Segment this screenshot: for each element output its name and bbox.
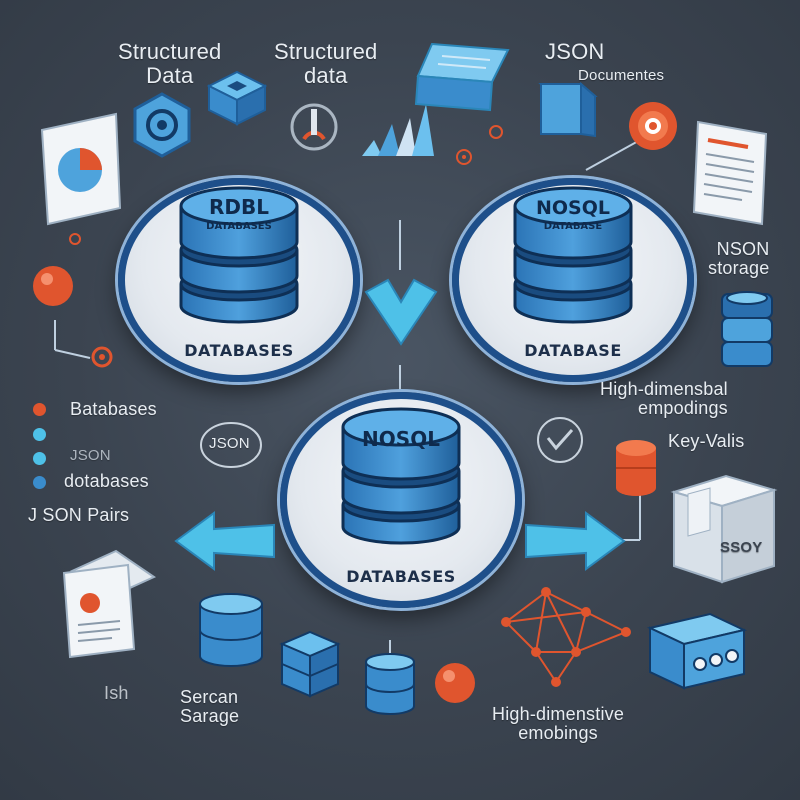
- nosql-database-node: NOSQL DATABASE DATABASE: [452, 178, 694, 382]
- legend-dot-orange: [33, 403, 46, 416]
- ssoy-box-label: SSOY: [720, 539, 763, 556]
- legend-dot-blue: [33, 476, 46, 489]
- small-target-icon: [456, 149, 472, 165]
- legend-dot-cyan: [33, 428, 46, 441]
- rdbl-database-node: RDBL DATABASES DATABASES: [118, 178, 360, 382]
- small-target-icon: [489, 125, 503, 139]
- json-badge-label: JSON: [209, 435, 250, 452]
- nosql-center-title: NOSQL: [362, 427, 440, 451]
- text-document-icon: [692, 120, 768, 226]
- right-arrow-icon: [525, 511, 626, 571]
- nosql-center-database-node: NOSQL DATABASES: [280, 392, 522, 608]
- cube-db-icon: [279, 630, 341, 698]
- structured-data-label-2: Structured data: [274, 39, 378, 88]
- json-subtitle-label: Documentes: [578, 67, 665, 84]
- nosql-right-subtitle: DATABASE: [543, 221, 603, 232]
- key-value-label: Key-Valis: [668, 431, 745, 451]
- report-document-icon: [62, 549, 157, 659]
- nosql-right-title: NOSQL: [536, 197, 610, 219]
- json-badge-icon: [200, 422, 262, 468]
- database-cylinder-icon: [513, 186, 633, 324]
- high-dimensional-bottom-label: High-dimenstive emobings: [492, 704, 625, 744]
- nosql-center-caption: DATABASES: [346, 567, 456, 586]
- orange-target-icon: [629, 102, 677, 150]
- rdbl-subtitle: DATABASES: [206, 221, 272, 232]
- down-arrow-icon: [364, 278, 438, 346]
- database-cylinder-icon: [341, 407, 461, 545]
- nosql-right-caption: DATABASE: [524, 341, 622, 360]
- network-graph-icon: [501, 587, 631, 687]
- file-box-icon: [670, 474, 778, 584]
- box-icon: [538, 81, 598, 138]
- database-cylinder-icon: [365, 653, 415, 715]
- rdbl-title: RDBL: [209, 195, 269, 219]
- json-title-label: JSON: [545, 39, 605, 64]
- server-box-icon: [646, 612, 748, 690]
- orange-cylinder-icon: [616, 440, 656, 496]
- orange-sphere-icon: [435, 663, 475, 703]
- legend-dotabases-label: dotabases: [64, 471, 149, 491]
- pie-chart-document-icon: [40, 112, 122, 226]
- ish-label: Ish: [104, 683, 129, 703]
- database-cylinder-icon: [199, 593, 263, 667]
- search-storage-label: Sercan Sarage: [180, 687, 240, 727]
- balloon-icon: [33, 266, 73, 306]
- nson-storage-label: NSON storage: [708, 239, 770, 279]
- gauge-icon: [290, 103, 338, 151]
- structured-data-label: Structured Data: [118, 39, 222, 88]
- cube-icon: [206, 70, 268, 126]
- rdbl-caption: DATABASES: [184, 341, 294, 360]
- small-target-icon: [69, 233, 81, 245]
- database-cylinder-icon: [179, 186, 299, 324]
- hexagon-target-icon: [133, 92, 191, 158]
- high-dimensional-embeddings-label: High-dimensbal empodings: [600, 379, 728, 419]
- legend-dot-cyan-2: [33, 452, 46, 465]
- json-pairs-label: J SON Pairs: [28, 505, 130, 525]
- left-arrow-icon: [174, 511, 275, 571]
- document-stack-icon: [414, 42, 510, 112]
- bar-chart-icon: [362, 104, 434, 156]
- chart-badge-icon: [537, 417, 583, 463]
- legend-databases-label: Batabases: [70, 399, 157, 419]
- small-target-icon: [91, 346, 113, 368]
- legend-json-label: JSON: [70, 447, 111, 464]
- server-stack-icon: [721, 291, 773, 367]
